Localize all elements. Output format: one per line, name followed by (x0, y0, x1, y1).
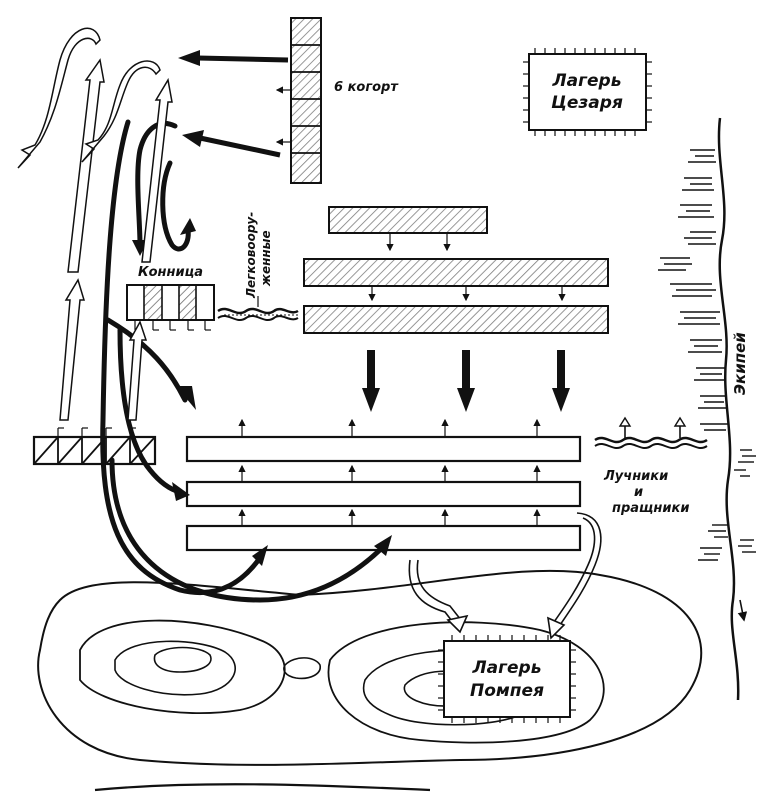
pompey-second-line (185, 480, 582, 508)
six-cohorts-column (275, 17, 322, 184)
archers-label-line2: и (634, 485, 643, 500)
archers-slingers (594, 416, 708, 449)
caesar-third-line (328, 206, 488, 234)
cohorts-label: 6 когорт (334, 80, 399, 95)
pompey-camp-label-line2: Помпея (470, 681, 544, 701)
archers-label-line3: пращники (612, 501, 689, 516)
light-armed-label-line2: женные (259, 230, 273, 287)
cavalry-label: Конница (138, 265, 203, 280)
pompey-cavalry-hollow-arrows (17, 27, 173, 421)
retreat-arrows (408, 512, 602, 640)
caesar-line-small-arrows (368, 233, 566, 302)
river (658, 117, 756, 701)
cohorts-attack-arrows (197, 55, 289, 158)
caesar-camp-label-line1: Лагерь (552, 71, 622, 91)
caesar-second-line (303, 258, 609, 287)
caesar-first-line (303, 305, 609, 334)
hill-contours (37, 569, 703, 792)
light-armed-label-line1: Легковоору- (244, 212, 258, 299)
caesar-cavalry (126, 284, 215, 331)
caesar-camp: Лагерь Цезаря (523, 48, 652, 136)
light-armed-troops (217, 296, 300, 321)
pompey-camp-label-line1: Лагерь (472, 658, 542, 678)
pompey-line-small-arrows (238, 418, 541, 525)
caesar-advance-arrows (362, 350, 570, 412)
archers-label-line1: Лучники (603, 469, 668, 484)
caesar-camp-label-line2: Цезаря (551, 93, 623, 113)
pompey-first-line (185, 435, 582, 463)
pompey-camp: Лагерь Помпея (438, 635, 576, 723)
river-label: Экипей (731, 332, 749, 395)
